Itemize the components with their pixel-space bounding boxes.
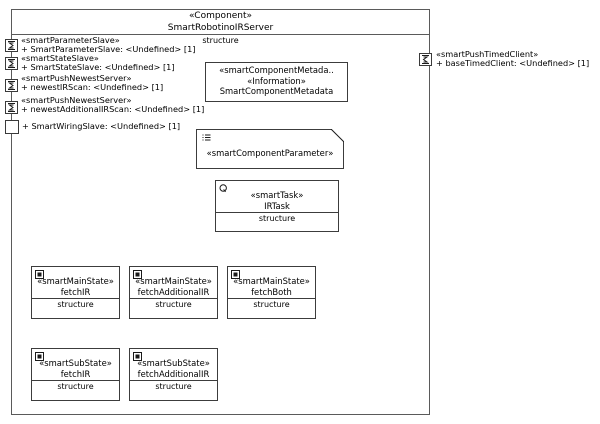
port-stereotype: «smartStateSlave» bbox=[21, 53, 99, 63]
sub-state-stereotype: «smartSubState» bbox=[39, 358, 112, 368]
port-label-newestadditionalirscan: «smartPushNewestServer» + newestAddition… bbox=[21, 95, 205, 115]
sub-state-name: fetchAdditionalIR bbox=[137, 368, 210, 379]
main-state-compartment-label: structure bbox=[57, 300, 94, 309]
component-compartment-label: structure bbox=[202, 36, 239, 45]
main-state-stereotype: «smartMainState» bbox=[233, 276, 310, 286]
component-frame[interactable]: «Component» SmartRobotinoIRServer struct… bbox=[11, 9, 430, 415]
port-smartstateslave[interactable] bbox=[5, 57, 18, 70]
port-signature: + newestAdditionalIRScan: <Undefined> [1… bbox=[21, 104, 205, 115]
main-state-box-fetchboth[interactable]: «smartMainState» fetchBoth structure bbox=[227, 266, 316, 319]
port-smartparameterslave[interactable] bbox=[5, 39, 18, 52]
main-state-divider bbox=[32, 298, 119, 299]
sub-state-compartment-label: structure bbox=[57, 382, 94, 391]
port-stereotype: «smartPushNewestServer» bbox=[21, 73, 132, 83]
task-icon bbox=[219, 184, 228, 193]
task-box-divider bbox=[216, 212, 338, 213]
main-state-compartment-label: structure bbox=[253, 300, 290, 309]
metadata-stereotype-2: «Information» bbox=[247, 75, 306, 86]
task-stereotype: «smartTask» bbox=[250, 190, 304, 200]
port-label-smartwiringslave: + SmartWiringSlave: <Undefined> [1] bbox=[22, 121, 181, 131]
port-stereotype: «smartPushNewestServer» bbox=[21, 95, 132, 105]
port-newestirscan[interactable] bbox=[5, 79, 18, 92]
main-state-box-fetchir[interactable]: «smartMainState» fetchIR structure bbox=[31, 266, 120, 319]
main-state-stereotype: «smartMainState» bbox=[135, 276, 212, 286]
task-compartment-label: structure bbox=[258, 214, 296, 223]
component-header: «Component» SmartRobotinoIRServer bbox=[12, 10, 429, 35]
main-state-divider bbox=[228, 298, 315, 299]
metadata-name: SmartComponentMetadata bbox=[219, 86, 334, 96]
sub-state-stereotype: «smartSubState» bbox=[137, 358, 210, 368]
sub-state-icon bbox=[133, 352, 142, 361]
main-state-box-fetchadditionalir[interactable]: «smartMainState» fetchAdditionalIR struc… bbox=[129, 266, 218, 319]
main-state-name: fetchAdditionalIR bbox=[137, 286, 210, 297]
main-state-icon bbox=[231, 270, 240, 279]
task-name: IRTask bbox=[264, 200, 290, 211]
sub-state-icon bbox=[35, 352, 44, 361]
port-basetimedclient[interactable] bbox=[419, 53, 432, 66]
metadata-stereotype: «smartComponentMetada.. bbox=[219, 65, 334, 75]
sub-state-compartment-label: structure bbox=[155, 382, 192, 391]
main-state-name: fetchBoth bbox=[251, 286, 292, 297]
component-parameter-label: «smartComponentParameter» bbox=[206, 148, 334, 158]
component-stereotype: «Component» bbox=[188, 11, 253, 21]
sub-state-name: fetchIR bbox=[60, 368, 91, 379]
main-state-icon bbox=[35, 270, 44, 279]
main-state-compartment-label: structure bbox=[155, 300, 192, 309]
port-signature: + baseTimedClient: <Undefined> [1] bbox=[436, 58, 590, 69]
port-signature: + SmartWiringSlave: <Undefined> [1] bbox=[22, 121, 181, 131]
task-element-box[interactable]: «smartTask» IRTask structure bbox=[215, 180, 339, 232]
sub-state-box-fetchir[interactable]: «smartSubState» fetchIR structure bbox=[31, 348, 120, 401]
port-signature: + newestIRScan: <Undefined> [1] bbox=[21, 82, 164, 93]
sub-state-divider bbox=[32, 380, 119, 381]
port-signature: + SmartParameterSlave: <Undefined> [1] bbox=[21, 44, 196, 55]
port-label-basetimedclient: «smartPushTimedClient» + baseTimedClient… bbox=[436, 49, 590, 69]
list-icon bbox=[202, 134, 211, 142]
main-state-divider bbox=[130, 298, 217, 299]
component-parameter-note[interactable]: «smartComponentParameter» bbox=[196, 129, 344, 169]
metadata-element-box[interactable]: «smartComponentMetada.. «Information» Sm… bbox=[205, 62, 348, 102]
port-newestadditionalirscan[interactable] bbox=[5, 101, 18, 114]
main-state-icon bbox=[133, 270, 142, 279]
port-stereotype: «smartPushTimedClient» bbox=[436, 49, 539, 59]
port-signature: + SmartStateSlave: <Undefined> [1] bbox=[21, 62, 175, 73]
note-folded-corner-icon bbox=[331, 129, 344, 142]
port-label-smartstateslave: «smartStateSlave» + SmartStateSlave: <Un… bbox=[21, 53, 175, 73]
port-smartwiringslave[interactable] bbox=[5, 120, 19, 134]
port-label-smartparameterslave: «smartParameterSlave» + SmartParameterSl… bbox=[21, 35, 196, 55]
main-state-stereotype: «smartMainState» bbox=[37, 276, 114, 286]
port-label-newestirscan: «smartPushNewestServer» + newestIRScan: … bbox=[21, 73, 164, 93]
component-name: SmartRobotinoIRServer bbox=[167, 22, 274, 33]
sub-state-box-fetchadditionalir[interactable]: «smartSubState» fetchAdditionalIR struct… bbox=[129, 348, 218, 401]
main-state-name: fetchIR bbox=[60, 286, 91, 297]
port-stereotype: «smartParameterSlave» bbox=[21, 35, 120, 45]
sub-state-divider bbox=[130, 380, 217, 381]
